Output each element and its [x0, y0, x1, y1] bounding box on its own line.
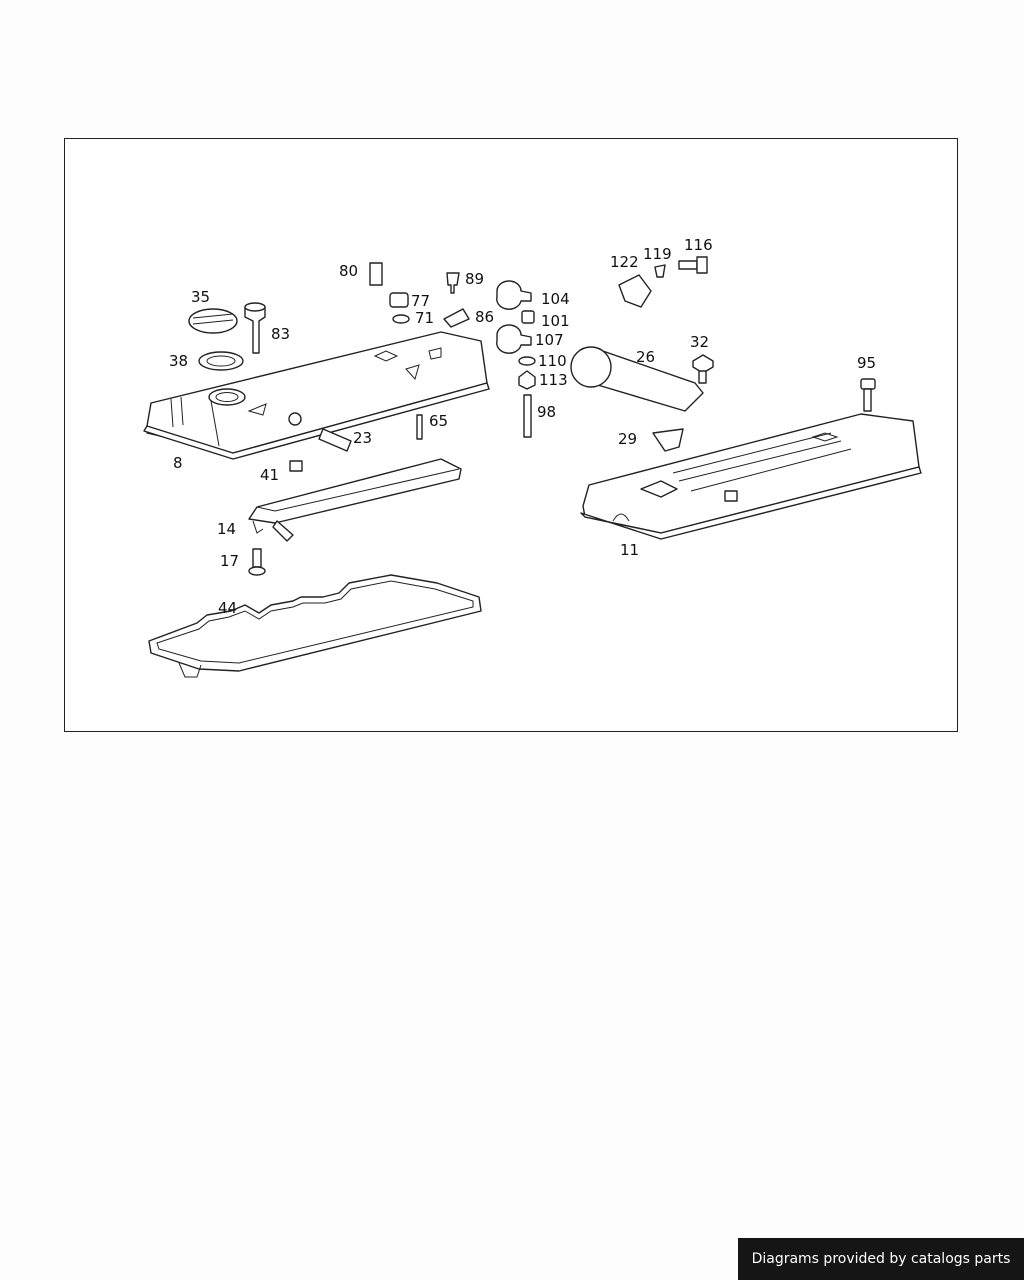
callouts: 80 89 35 77 71 86 83 104 101 107 38 110 … — [169, 236, 876, 617]
callout-116: 116 — [684, 236, 713, 254]
callout-11: 11 — [620, 541, 639, 559]
callout-122: 122 — [610, 253, 639, 271]
diagram-credit-badge: Diagrams provided by catalogs parts — [738, 1238, 1024, 1280]
callout-29: 29 — [618, 430, 637, 448]
callout-8: 8 — [173, 454, 183, 472]
callout-80: 80 — [339, 262, 358, 280]
callout-41: 41 — [260, 466, 279, 484]
callout-104: 104 — [541, 290, 570, 308]
callout-86: 86 — [475, 308, 494, 326]
callout-89: 89 — [465, 270, 484, 288]
callout-83: 83 — [271, 325, 290, 343]
clip-lower — [496, 324, 532, 354]
callout-23: 23 — [353, 429, 372, 447]
callout-32: 32 — [690, 333, 709, 351]
screw — [678, 256, 708, 274]
grommet — [389, 292, 409, 308]
washer — [392, 314, 410, 324]
tube — [318, 428, 352, 452]
diagram-frame: 80 89 35 77 71 86 83 104 101 107 38 110 … — [64, 138, 958, 732]
oil-filler-cap — [188, 308, 238, 334]
callout-77: 77 — [411, 292, 430, 310]
small-stud — [416, 414, 423, 440]
bushing — [521, 310, 535, 324]
cover-bolt — [692, 354, 714, 384]
hose-clamp — [618, 274, 652, 308]
gasket — [148, 574, 482, 678]
pin-fitting — [446, 272, 460, 294]
callout-107: 107 — [535, 331, 564, 349]
seal-ring — [198, 351, 244, 371]
valve-cover-right — [580, 413, 922, 540]
callout-35: 35 — [191, 288, 210, 306]
callout-14: 14 — [217, 520, 236, 538]
bracket — [443, 308, 470, 328]
hex-nut — [518, 370, 536, 390]
callout-113: 113 — [539, 371, 568, 389]
breather-fitting — [244, 302, 266, 354]
callout-65: 65 — [429, 412, 448, 430]
spacer — [369, 262, 383, 286]
callout-44: 44 — [218, 599, 237, 617]
parts-diagram: 80 89 35 77 71 86 83 104 101 107 38 110 … — [143, 236, 922, 678]
callout-110: 110 — [538, 352, 567, 370]
callout-26: 26 — [636, 348, 655, 366]
flange-gasket — [652, 428, 684, 452]
callout-71: 71 — [415, 309, 434, 327]
breather-tube — [570, 346, 704, 412]
callout-98: 98 — [537, 403, 556, 421]
plug — [289, 460, 303, 472]
clip-upper — [496, 280, 532, 310]
stud-bolt — [523, 394, 532, 438]
cover-bolt-right — [860, 378, 876, 412]
bolt — [248, 548, 266, 576]
callout-119: 119 — [643, 245, 672, 263]
callout-17: 17 — [220, 552, 239, 570]
cover-strip — [248, 458, 462, 542]
spring-washer — [518, 356, 536, 366]
nut — [654, 264, 666, 278]
callout-38: 38 — [169, 352, 188, 370]
callout-95: 95 — [857, 354, 876, 372]
callout-101: 101 — [541, 312, 570, 330]
valve-cover-left — [143, 331, 490, 460]
